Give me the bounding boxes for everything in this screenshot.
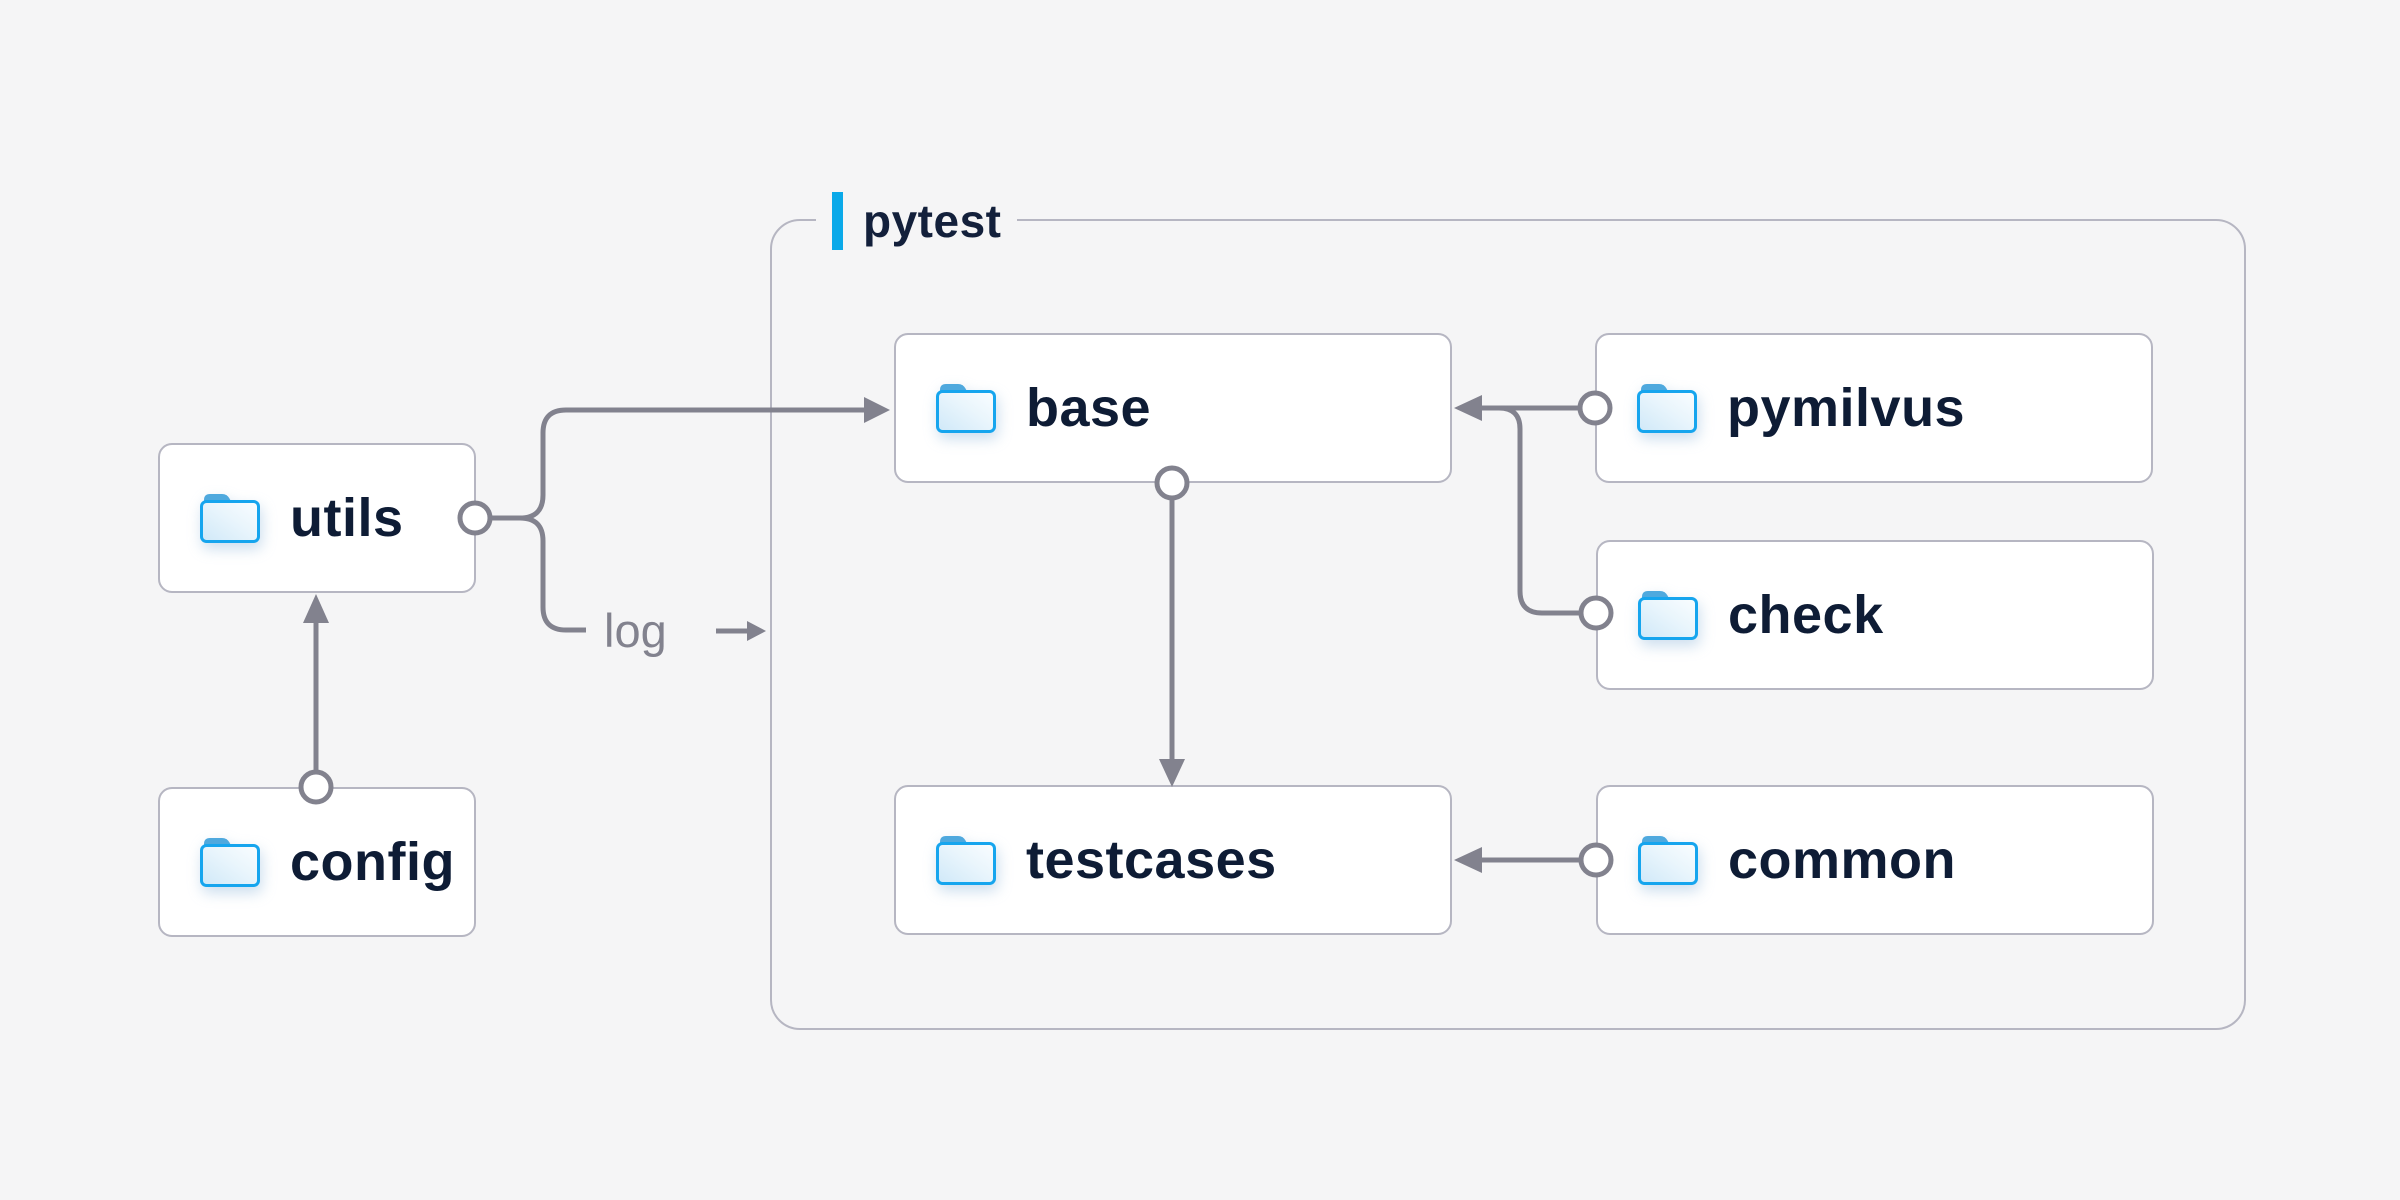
node-label-pymilvus: pymilvus <box>1727 378 1966 438</box>
node-label-utils: utils <box>290 488 404 548</box>
pytest-group-label: pytest <box>816 190 1018 252</box>
node-label-common: common <box>1728 830 1957 890</box>
edge-utils-to-log <box>519 515 586 633</box>
group-title: pytest <box>863 195 1002 247</box>
folder-node-pymilvus: pymilvus <box>1595 333 2153 483</box>
folder-node-config: config <box>158 787 476 937</box>
arrowhead-log <box>747 621 766 641</box>
folder-icon <box>198 491 262 545</box>
folder-icon <box>1636 588 1700 642</box>
pytest-group: pytest base pymilvus check testcases com… <box>770 190 2246 1030</box>
node-label-config: config <box>290 832 455 892</box>
folder-node-common: common <box>1596 785 2154 935</box>
folder-icon <box>1636 833 1700 887</box>
folder-node-utils: utils <box>158 443 476 593</box>
edge-label-log: log <box>604 604 667 657</box>
node-label-testcases: testcases <box>1026 830 1277 890</box>
node-label-base: base <box>1026 378 1152 438</box>
folder-icon <box>1635 381 1699 435</box>
folder-icon <box>198 835 262 889</box>
node-label-check: check <box>1728 585 1884 645</box>
folder-node-check: check <box>1596 540 2154 690</box>
folder-node-base: base <box>894 333 1452 483</box>
accent-bar-icon <box>832 192 843 250</box>
folder-node-testcases: testcases <box>894 785 1452 935</box>
folder-icon <box>934 381 998 435</box>
arrowhead-into-utils <box>303 594 329 623</box>
folder-icon <box>934 833 998 887</box>
